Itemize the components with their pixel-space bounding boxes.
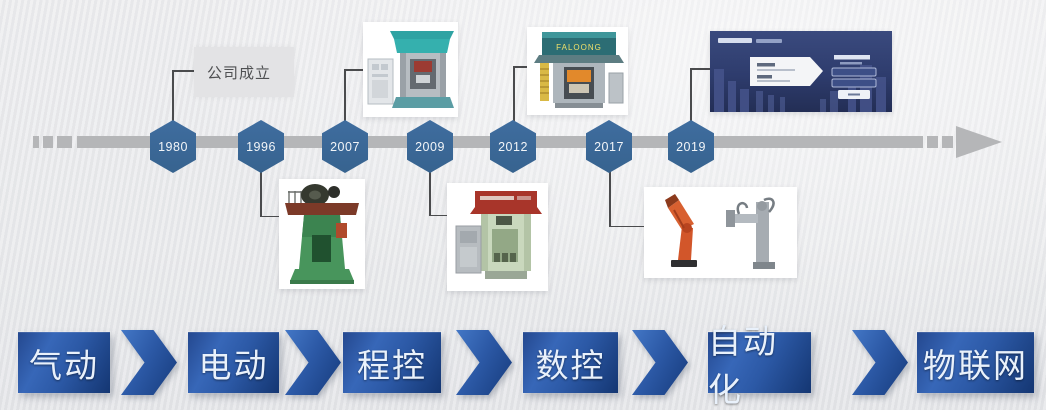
chevron-right-icon	[285, 330, 341, 395]
year-text: 2019	[676, 139, 706, 154]
year-text: 1996	[246, 139, 276, 154]
program-controlled-press-photo	[447, 183, 548, 291]
green-friction-press-illustration	[279, 179, 365, 289]
year-text: 2007	[330, 139, 360, 154]
stage-box-iot: 物联网	[917, 332, 1034, 393]
iot-platform-screenshot	[710, 31, 892, 112]
stage-label: 数控	[535, 348, 606, 385]
program-controlled-press-illustration	[447, 183, 548, 291]
founding-label-box: 公司成立	[194, 47, 294, 97]
timeline-node-2007: 2007	[322, 120, 368, 173]
stage-box-automation: 自动化	[708, 325, 811, 409]
founding-label-text: 公司成立	[207, 64, 272, 82]
timeline-node-1996: 1996	[238, 120, 284, 173]
timeline-node-2017: 2017	[586, 120, 632, 173]
stage-label: 自动化	[708, 324, 778, 409]
axis-dash	[57, 136, 72, 148]
stage-box-numerical-control: 数控	[523, 332, 618, 393]
cnc-press-machine-illustration: FALOONG	[527, 27, 628, 115]
robot-arms-illustration	[644, 187, 797, 278]
year-text: 2009	[415, 139, 445, 154]
iot-platform-illustration	[710, 31, 892, 112]
chevron-right-icon	[456, 330, 512, 395]
timeline-node-2019: 2019	[668, 120, 714, 173]
chevron-right-icon	[632, 330, 688, 395]
stage-box-pneumatic: 气动	[18, 332, 110, 393]
year-text: 2017	[594, 139, 624, 154]
platform-input-bar	[831, 67, 877, 77]
chevron-right-icon	[121, 330, 177, 395]
teal-press-machine-illustration	[363, 22, 458, 117]
stage-box-program-control: 程控	[343, 332, 441, 393]
timeline-node-1980: 1980	[150, 120, 196, 173]
year-text: 2012	[498, 139, 528, 154]
timeline-node-2012: 2012	[490, 120, 536, 173]
machine-brand-text: FALOONG	[556, 43, 602, 52]
year-text: 1980	[158, 139, 188, 154]
axis-dash	[927, 136, 938, 148]
platform-logo-bar	[718, 38, 752, 43]
timeline-node-2009: 2009	[407, 120, 453, 173]
green-friction-press-photo	[279, 179, 365, 289]
teal-press-machine-photo	[363, 22, 458, 117]
axis-dash	[33, 136, 39, 148]
axis-dash	[43, 136, 53, 148]
stage-box-electric: 电动	[188, 332, 279, 393]
platform-input-bar	[831, 78, 877, 88]
cnc-press-machine-photo: FALOONG	[527, 27, 628, 115]
robot-arms-photo	[644, 187, 797, 278]
axis-dash	[942, 136, 953, 148]
stage-label: 程控	[357, 348, 427, 385]
axis-arrowhead-icon	[956, 126, 1002, 158]
stage-label: 电动	[198, 348, 269, 385]
chevron-right-icon	[852, 330, 908, 395]
stage-label: 气动	[29, 348, 99, 385]
stage-label: 物联网	[923, 348, 1028, 385]
